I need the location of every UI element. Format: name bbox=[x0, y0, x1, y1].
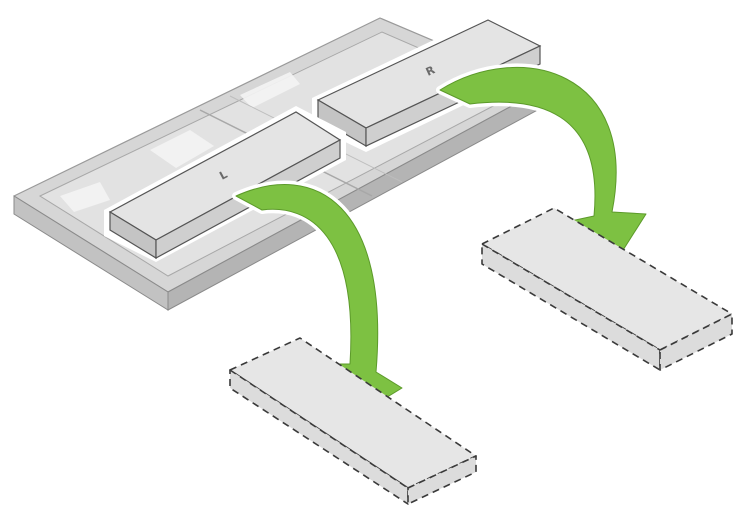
film-highlight-2 bbox=[240, 72, 300, 108]
placeholder-right-front bbox=[481, 243, 661, 371]
arrow-right-box bbox=[436, 63, 650, 284]
placeholder-right bbox=[481, 207, 733, 371]
placeholder-right-side bbox=[659, 313, 733, 371]
film-highlight-1 bbox=[150, 130, 214, 168]
placeholder-left-side bbox=[407, 455, 477, 505]
film-highlight-3 bbox=[60, 182, 110, 212]
arrow-right-body bbox=[439, 66, 647, 281]
arrow-left-body bbox=[235, 184, 403, 411]
arrow-left-box bbox=[232, 180, 406, 414]
placeholder-left bbox=[229, 337, 477, 505]
